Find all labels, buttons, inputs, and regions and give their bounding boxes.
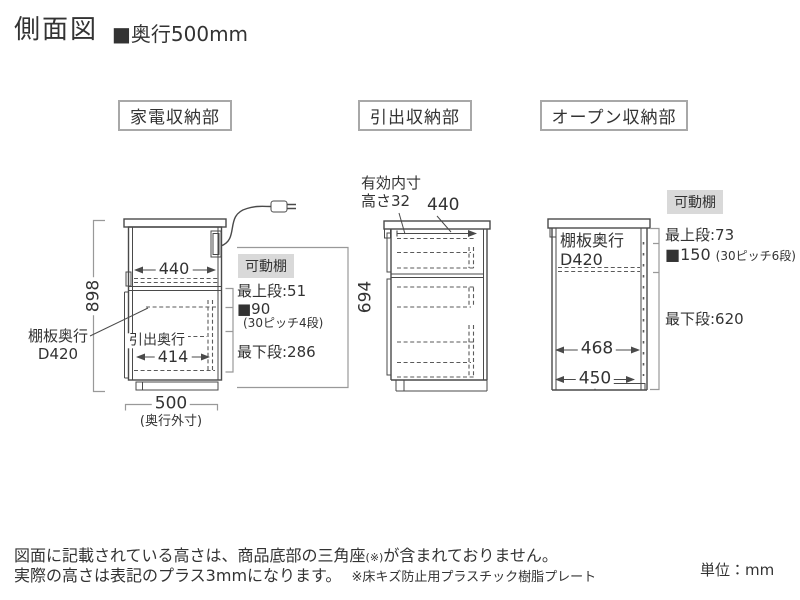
section-header-drawer: 引出収納部	[358, 100, 472, 131]
movable-shelf-badge-appliance: 可動棚	[238, 254, 294, 278]
shelf-leader-line	[89, 307, 149, 337]
dim-height-694: 694	[355, 280, 376, 314]
pitch-note-open: (30ピッチ6段)	[715, 249, 796, 263]
movable-shelf-badge-open: 可動棚	[667, 190, 723, 214]
page-title: 側面図	[14, 15, 99, 45]
footer-note-line1-text: 図面に記載されている高さは、商品底部の三角座	[14, 546, 366, 565]
open-shelf-depth-value: D420	[560, 250, 603, 269]
power-plug-icon	[270, 200, 296, 213]
open-shelf-depth-label: 棚板奥行	[560, 231, 625, 250]
footer-note-line2: 実際の高さは表記のプラス3mmになります。 ※床キズ防止用プラスチック樹脂プレート	[14, 567, 596, 585]
shelf-depth-value: D420	[37, 345, 79, 363]
effective-size-label: 有効内寸	[361, 174, 422, 192]
section-header-open: オープン収納部	[540, 100, 688, 131]
power-outlet	[210, 230, 222, 258]
top-row-value-appliance: 最上段:51	[237, 282, 307, 300]
pitch-row-open: ■150 (30ピッチ6段)	[665, 246, 796, 264]
drawer-cabinet-drawing	[237, 212, 491, 392]
drawer-depth-label: 引出奥行	[126, 332, 188, 349]
footer-note-line1: 図面に記載されている高さは、商品底部の三角座(※)が含まれておりません。	[14, 547, 558, 565]
dim-bottom-width-450: 450	[575, 369, 615, 389]
unit-label: 単位：mm	[700, 561, 775, 579]
effective-height-value: 高さ32	[361, 192, 411, 210]
shelf-depth-label: 棚板奥行	[27, 327, 88, 345]
dim-outer-depth-500: 500	[151, 394, 191, 414]
depth-spec-label: ■奥行500mm	[112, 22, 249, 46]
footer-note-line1-end: が含まれておりません。	[383, 546, 558, 565]
dim-drawer-inner-width-440: 440	[427, 195, 460, 215]
power-cord	[220, 205, 272, 247]
bottom-row-value-appliance: 最下段:286	[237, 343, 316, 361]
dim-drawer-width-414: 414	[154, 348, 192, 366]
outer-depth-note: (奥行外寸)	[139, 413, 203, 429]
dim-height-898: 898	[84, 276, 104, 316]
footer-note-asterisk: (※)	[365, 551, 384, 564]
annotation-leader-lines	[398, 212, 452, 235]
bottom-row-value-open: 最下段:620	[665, 310, 744, 328]
pitch-note-appliance: (30ピッチ4段)	[243, 316, 324, 330]
top-row-value-open: 最上段:73	[665, 226, 735, 244]
pitch-value-appliance: ■90	[237, 300, 271, 318]
dim-inner-width-440: 440	[155, 260, 193, 278]
section-header-appliance: 家電収納部	[118, 100, 232, 131]
dim-inner-width-468: 468	[577, 339, 617, 359]
open-cabinet-drawing	[547, 218, 660, 391]
footer-note-line2-text: 実際の高さは表記のプラス3mmになります。	[14, 566, 342, 585]
footer-plate-note: ※床キズ防止用プラスチック樹脂プレート	[351, 570, 597, 585]
pitch-value-open: ■150	[665, 245, 711, 264]
